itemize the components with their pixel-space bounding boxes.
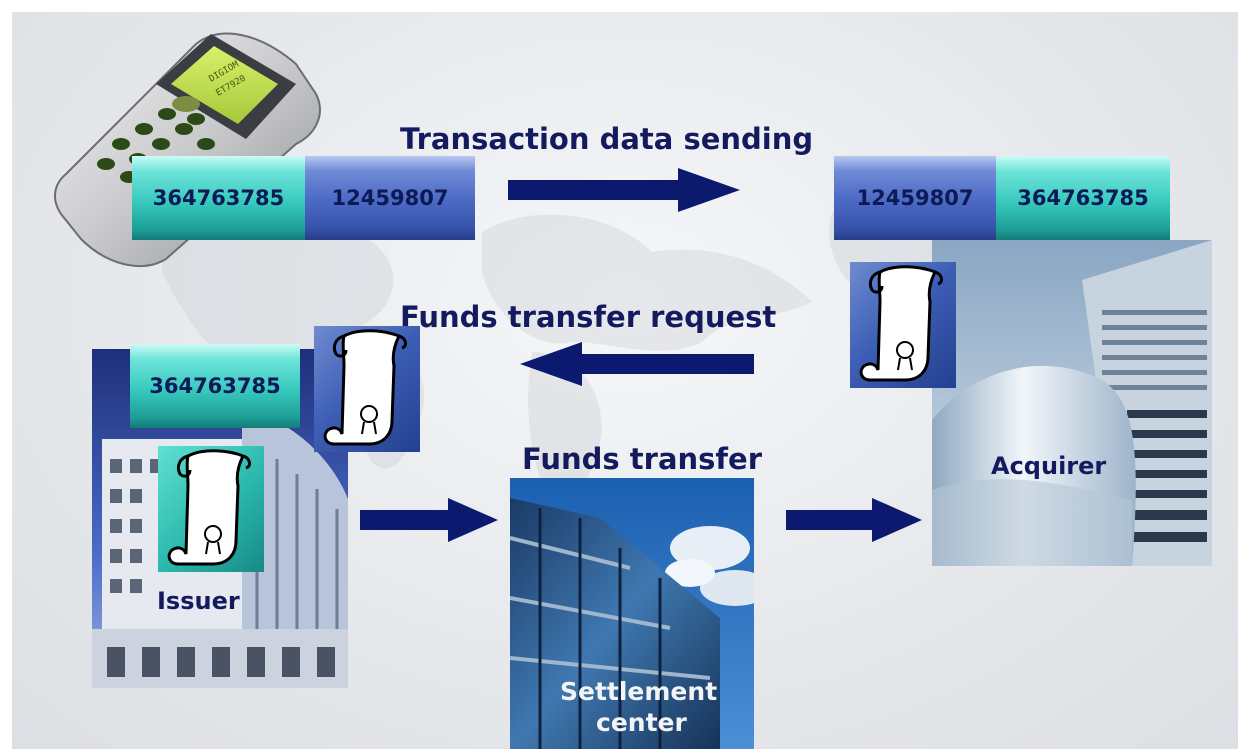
issuer-request-document-tile (314, 326, 420, 452)
document-scroll-icon (323, 329, 408, 446)
left-arrow-icon (520, 342, 754, 386)
terminal-card-number: 364763785 (132, 156, 305, 240)
diagram-canvas: DIGIOM ET7920 364763785 12459807 Transac… (12, 12, 1238, 749)
right-arrow-icon (360, 498, 498, 542)
merchant-number-text: 12459807 (856, 186, 974, 210)
pos-terminal-icon: DIGIOM ET7920 (54, 32, 321, 267)
issuer-card-number: 364763785 (130, 344, 300, 428)
acquirer-document-tile (850, 262, 956, 388)
card-number-text: 364763785 (1017, 186, 1149, 210)
acquirer-card-number: 364763785 (996, 156, 1170, 240)
acquirer-building-image: Acquirer (932, 240, 1212, 566)
transaction-data-sending-label: Transaction data sending (400, 122, 814, 156)
funds-transfer-request-label: Funds transfer request (400, 300, 777, 334)
acquirer-merchant-number: 12459807 (834, 156, 996, 240)
document-scroll-icon (167, 449, 252, 566)
right-arrow-icon (508, 168, 740, 212)
right-arrow-icon (786, 498, 922, 542)
acquirer-label: Acquirer (991, 452, 1107, 480)
card-number-text: 364763785 (149, 374, 281, 398)
settlement-center-label-line2: center (596, 708, 687, 737)
merchant-number-text: 12459807 (331, 186, 449, 210)
issuer-funds-document-tile (158, 446, 264, 572)
funds-transfer-label: Funds transfer (522, 442, 763, 476)
card-number-text: 364763785 (152, 186, 285, 210)
terminal-merchant-number: 12459807 (305, 156, 475, 240)
settlement-center-image: Settlement center (510, 478, 754, 749)
settlement-center-label-line1: Settlement (560, 677, 718, 706)
document-scroll-icon (859, 265, 944, 382)
issuer-label: Issuer (157, 587, 240, 615)
